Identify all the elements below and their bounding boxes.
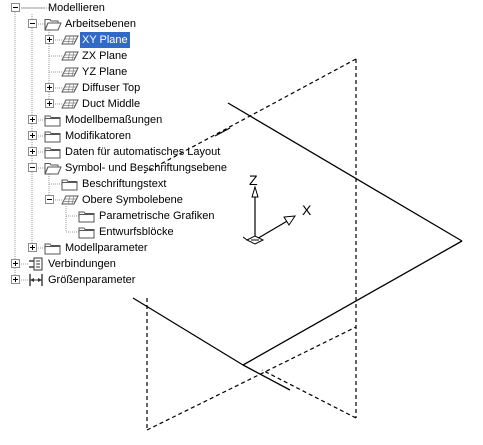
tree-node-modellieren[interactable]: Modellieren xyxy=(0,0,483,16)
size-parameter-icon xyxy=(27,273,45,287)
expand-toggle-icon[interactable] xyxy=(28,147,37,156)
expand-toggle-icon[interactable] xyxy=(11,275,20,284)
tree-node-label: ZX Plane xyxy=(82,50,128,62)
work-plane-icon xyxy=(61,33,79,47)
collapse-toggle-icon[interactable] xyxy=(45,195,54,204)
tree-node-label: Modellparameter xyxy=(65,242,148,254)
tree-node-label: Beschriftungstext xyxy=(82,178,167,190)
tree-node-größenparameter[interactable]: Größenparameter xyxy=(0,272,483,288)
plane-edge-solid xyxy=(242,240,463,366)
tree-node-arbeitsebenen[interactable]: Arbeitsebenen xyxy=(0,16,483,32)
tree-node-duct-middle[interactable]: Duct Middle xyxy=(0,96,483,112)
tree-node-symbol-und-beschriftungsebene[interactable]: Symbol- und Beschriftungsebene xyxy=(0,160,483,176)
tree-node-label: Modellbemaßungen xyxy=(65,114,163,126)
tree-node-verbindungen[interactable]: Verbindungen xyxy=(0,256,483,272)
folder-icon xyxy=(78,225,96,239)
plane-edge-solid xyxy=(132,297,244,366)
folder-icon xyxy=(44,145,62,159)
plane-edge-solid xyxy=(227,102,463,242)
tree-node-label: Größenparameter xyxy=(48,274,136,286)
work-plane-icon xyxy=(61,65,79,79)
work-plane-icon xyxy=(61,97,79,111)
folder-icon xyxy=(44,129,62,143)
tree-node-label: Daten für automatisches Layout xyxy=(65,146,221,158)
tree-node-label: Entwurfsblöcke xyxy=(99,226,174,238)
axis-z-label: Z xyxy=(249,172,258,188)
tree-node-diffuser-top[interactable]: Diffuser Top xyxy=(0,80,483,96)
expand-toggle-icon[interactable] xyxy=(45,99,54,108)
tree-node-modellbemaßungen[interactable]: Modellbemaßungen xyxy=(0,112,483,128)
tree-node-label: Diffuser Top xyxy=(82,82,141,94)
plane-edge-dashed xyxy=(143,58,357,174)
folder-icon xyxy=(78,209,96,223)
expand-toggle-icon[interactable] xyxy=(11,259,20,268)
expand-toggle-icon[interactable] xyxy=(28,115,37,124)
tree-node-label: Duct Middle xyxy=(82,98,141,110)
plane-edge-dashed xyxy=(261,369,357,419)
folder-open-icon xyxy=(44,17,62,31)
plane-edge-solid xyxy=(242,364,291,391)
tree-node-daten-für-automatisches-layout[interactable]: Daten für automatisches Layout xyxy=(0,144,483,160)
expand-toggle-icon[interactable] xyxy=(28,131,37,140)
ucs-axis-icon xyxy=(242,185,296,245)
tree-node-label: Verbindungen xyxy=(48,258,116,270)
expand-toggle-icon[interactable] xyxy=(45,35,54,44)
model-icon xyxy=(27,1,45,15)
axis-x-label: X xyxy=(302,202,312,218)
tree-node-beschriftungstext[interactable]: Beschriftungstext xyxy=(0,176,483,192)
connector-icon xyxy=(27,257,45,271)
folder-icon xyxy=(61,177,79,191)
tree-node-label: Modellieren xyxy=(48,2,105,14)
tree-node-zx-plane[interactable]: ZX Plane xyxy=(0,48,483,64)
tree-node-label: Parametrische Grafiken xyxy=(99,210,215,222)
folder-icon xyxy=(44,113,62,127)
plane-edge-dashed xyxy=(146,326,357,431)
tree-node-label: YZ Plane xyxy=(82,66,128,78)
tree-node-label: Obere Symbolebene xyxy=(82,194,183,206)
tree-node-obere-symbolebene[interactable]: Obere Symbolebene xyxy=(0,192,483,208)
tree-node-label: XY Plane xyxy=(80,32,130,48)
collapse-toggle-icon[interactable] xyxy=(28,163,37,172)
plane-edge-dashed xyxy=(214,127,231,137)
expand-toggle-icon[interactable] xyxy=(45,83,54,92)
tree-node-modifikatoren[interactable]: Modifikatoren xyxy=(0,128,483,144)
tree-node-modellparameter[interactable]: Modellparameter xyxy=(0,240,483,256)
work-plane-icon xyxy=(61,81,79,95)
expand-toggle-icon[interactable] xyxy=(28,243,37,252)
folder-icon xyxy=(44,241,62,255)
tree-node-label: Arbeitsebenen xyxy=(65,18,136,30)
work-plane-icon xyxy=(61,49,79,63)
work-plane-icon xyxy=(61,193,79,207)
tree-node-parametrische-grafiken[interactable]: Parametrische Grafiken xyxy=(0,208,483,224)
collapse-toggle-icon[interactable] xyxy=(28,19,37,28)
folder-open-icon xyxy=(44,161,62,175)
tree-node-label: Modifikatoren xyxy=(65,130,132,142)
collapse-toggle-icon[interactable] xyxy=(11,3,20,12)
tree-node-entwurfsblöcke[interactable]: Entwurfsblöcke xyxy=(0,224,483,240)
tree-node-xy-plane[interactable]: XY Plane xyxy=(0,32,483,48)
tree-node-label: Symbol- und Beschriftungsebene xyxy=(65,162,228,174)
tree-node-yz-plane[interactable]: YZ Plane xyxy=(0,64,483,80)
